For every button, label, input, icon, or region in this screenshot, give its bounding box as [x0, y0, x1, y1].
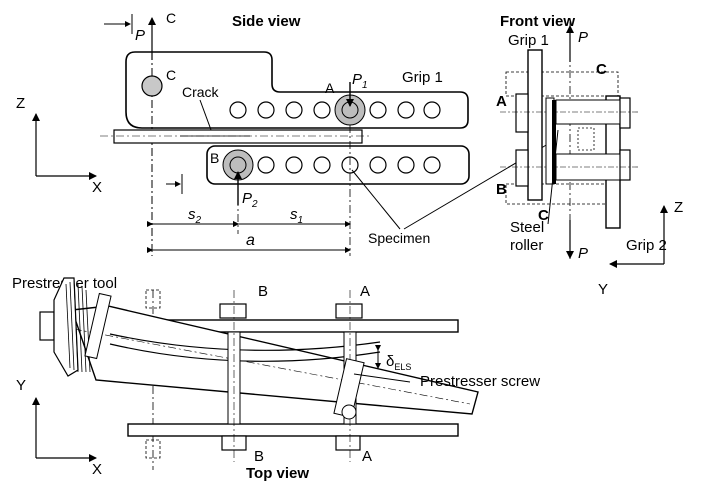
specimen-beam: [113, 129, 363, 144]
label-s1: s1: [290, 206, 303, 226]
grip1-plate: [527, 49, 543, 201]
label-a-front: A: [496, 93, 507, 110]
bolt-a-bottom-nut: [335, 435, 361, 451]
bolt-a-head: [515, 93, 529, 133]
label-prestresser-screw: Prestresser screw: [420, 373, 540, 390]
grip1-holes: [229, 101, 441, 119]
label-b-front: B: [496, 181, 507, 198]
axis-y-top-label: Y: [16, 377, 26, 394]
top-view: Prestresser tool B B: [12, 275, 540, 482]
prestresser-bar-axis: [57, 325, 471, 405]
front-view-title: Front view: [500, 13, 575, 30]
front-mid-box: [577, 127, 595, 151]
top-grip-plate-lower: [127, 423, 459, 437]
label-grip2-front: Grip 2: [626, 237, 667, 254]
side-view: Side view C P C Crack A P1 Grip 1: [16, 10, 549, 256]
bolt-b-nut: [619, 149, 631, 181]
bolt-b-head: [515, 149, 529, 187]
axis-z-side-label: Z: [16, 95, 25, 112]
tool-collar: [84, 292, 112, 360]
label-steel: Steel: [510, 219, 544, 236]
steel-roller-leader: [547, 129, 559, 225]
label-a-bottom: A: [362, 448, 372, 465]
label-c-top: C: [166, 10, 176, 26]
bolt-a-top-nut: [335, 303, 363, 319]
label-delta-els: δELS: [386, 353, 411, 372]
label-c-front-top: C: [596, 61, 607, 78]
specimen-leader-1: [351, 169, 401, 230]
axis-z-front-label: Z: [674, 199, 683, 216]
label-c-pin: C: [166, 67, 176, 83]
axis-x-top-label: X: [92, 461, 102, 478]
label-p-top: P: [135, 27, 145, 44]
roller-b-core: [229, 156, 247, 174]
label-b-top: B: [258, 283, 268, 300]
label-a: A: [325, 80, 335, 96]
label-a-top: A: [360, 283, 370, 300]
label-p1: P1: [352, 71, 368, 91]
label-p2: P2: [242, 190, 258, 210]
label-a-dim: a: [246, 232, 255, 249]
axis-y-front-label: Y: [598, 281, 608, 298]
label-c-front-bottom: C: [538, 207, 549, 224]
tool-threads: [65, 279, 91, 373]
front-dash-bottom: [505, 183, 619, 205]
top-view-title: Top view: [246, 465, 309, 482]
label-grip1-front: Grip 1: [508, 32, 549, 49]
grip-lower-bar: [206, 145, 470, 185]
prestresser-screw-leader: [353, 373, 411, 383]
label-p-front-bottom: P: [578, 245, 588, 262]
bolt-b-top-nut: [219, 303, 247, 319]
label-s2: s2: [188, 206, 202, 226]
label-grip1-side: Grip 1: [402, 69, 443, 86]
label-specimen: Specimen: [368, 230, 430, 246]
prestresser-screw-head: [341, 404, 357, 420]
pin-c: [141, 75, 163, 97]
front-view: Front view Grip 1 P P C A B C S: [496, 13, 683, 298]
front-dash-top: [505, 71, 619, 97]
label-p-front-top: P: [578, 29, 588, 46]
steel-roller-strip: [552, 100, 556, 184]
tool-knob: [39, 311, 55, 341]
label-crack: Crack: [182, 84, 220, 100]
label-b: B: [210, 150, 219, 166]
side-view-title: Side view: [232, 13, 301, 30]
bolt-a-nut: [619, 97, 631, 129]
label-b-bottom: B: [254, 448, 264, 465]
label-roller: roller: [510, 237, 543, 254]
grip1-outline: [125, 51, 469, 129]
axis-x-side-label: X: [92, 179, 102, 196]
